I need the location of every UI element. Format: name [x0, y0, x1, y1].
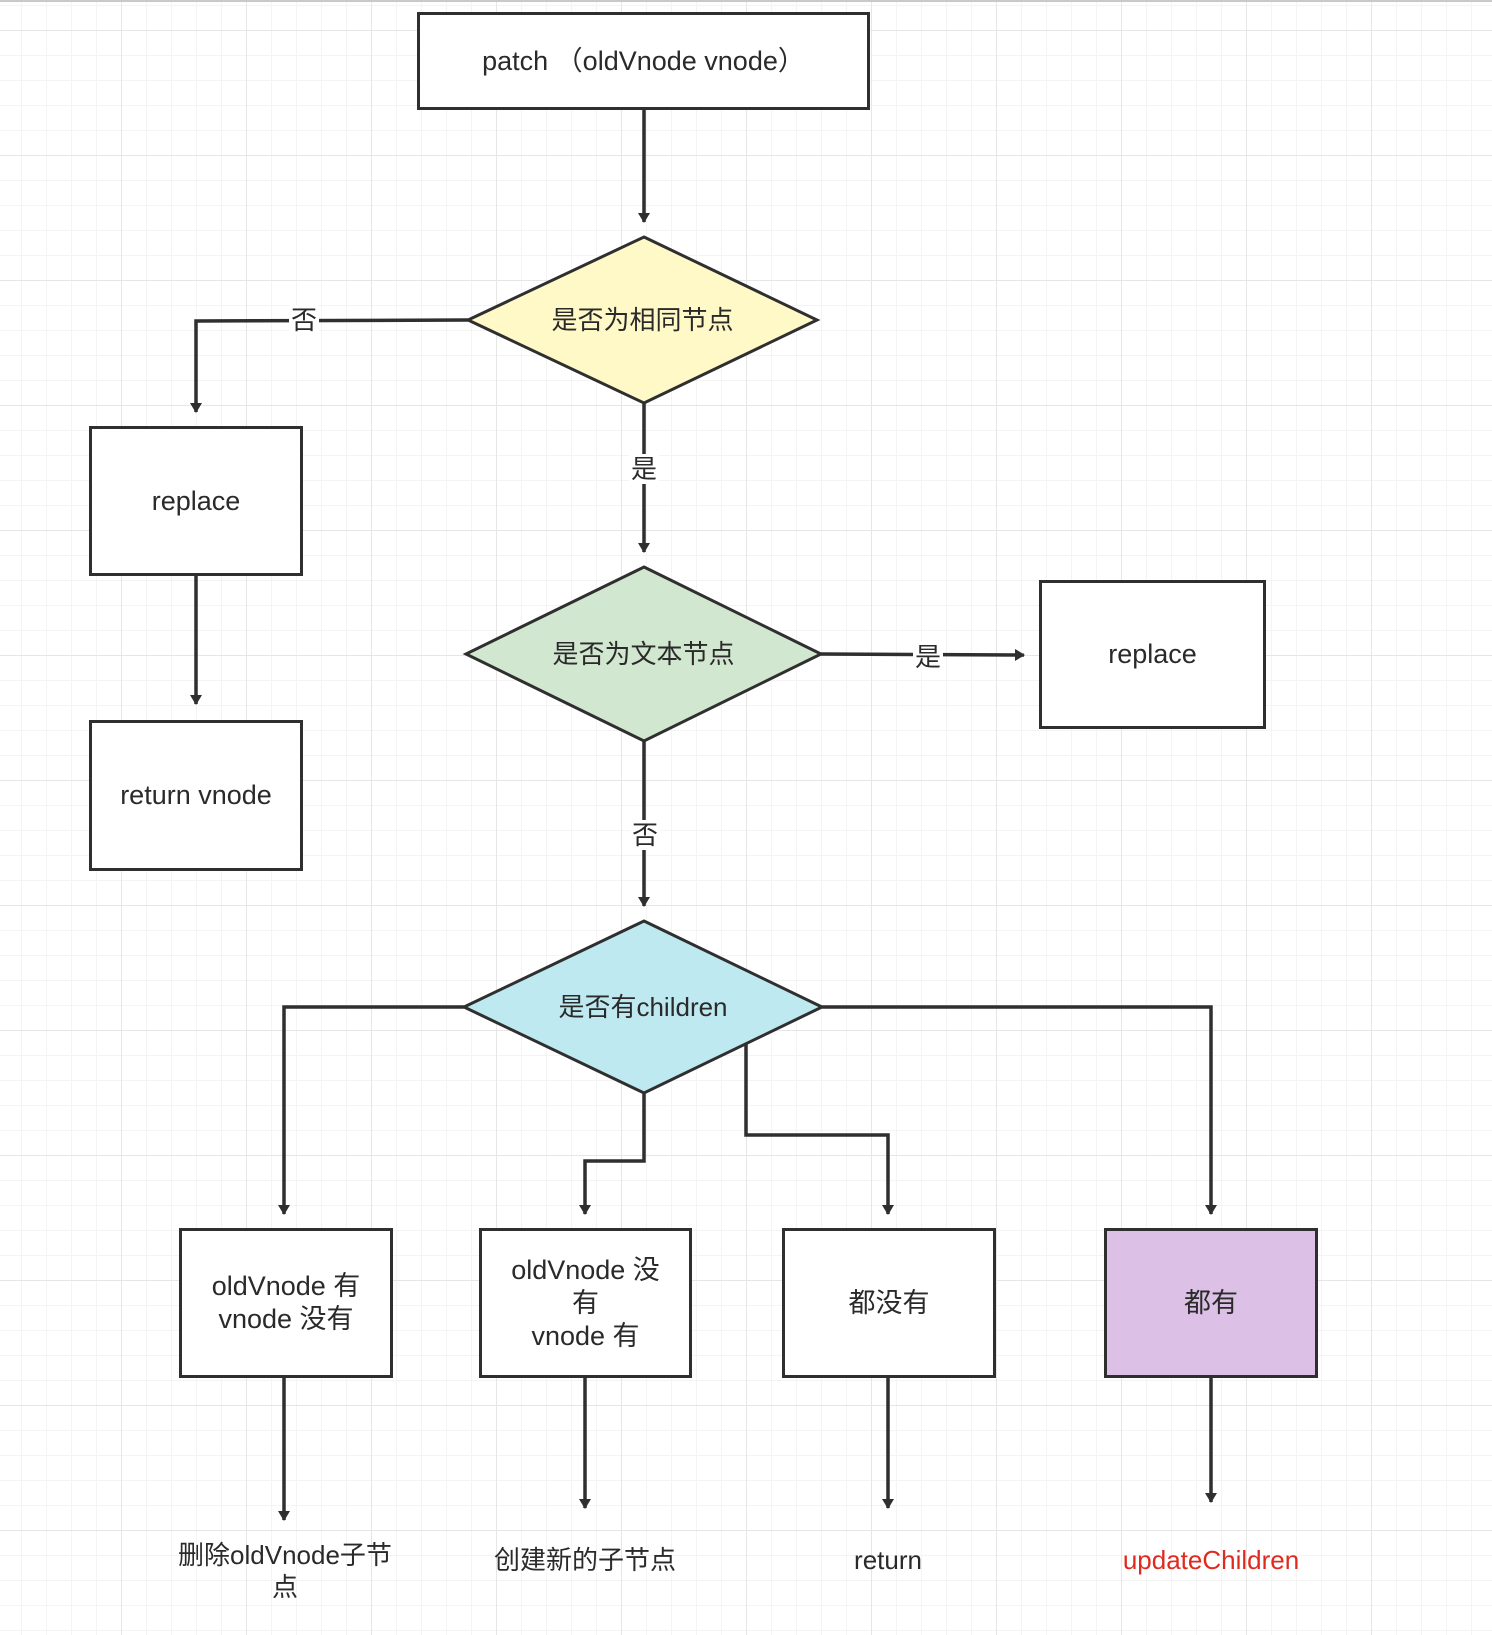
has-children-label: 是否有children	[558, 992, 728, 1022]
top-border	[0, 0, 1492, 2]
text-no-label: 否	[630, 820, 661, 850]
edge-children-neither	[744, 1044, 894, 1215]
edge-children-old-has	[278, 1005, 464, 1215]
both-box[interactable]: 都有	[1104, 1228, 1318, 1378]
edge-same-no	[190, 318, 469, 413]
same-yes-label: 是	[629, 454, 660, 484]
patch-box[interactable]: patch （oldVnode vnode）	[417, 12, 870, 110]
edge-children-new-has	[579, 1093, 646, 1215]
create-children-result: 创建新的子节点	[493, 1545, 676, 1575]
remove-children-result: 删除oldVnode子节 点	[178, 1540, 392, 1602]
same-no-label: 否	[289, 305, 320, 335]
neither-box[interactable]: 都没有	[782, 1228, 996, 1378]
text-yes-label: 是	[913, 642, 944, 672]
return-vnode-box[interactable]: return vnode	[89, 720, 303, 871]
replace-right-box[interactable]: replace	[1039, 580, 1266, 729]
edge-children-both	[822, 1005, 1217, 1215]
update-children-result: updateChildren	[1122, 1545, 1300, 1575]
old-not-new-has-box[interactable]: oldVnode 没 有 vnode 有	[479, 1228, 692, 1378]
return-result: return	[854, 1545, 922, 1575]
replace-left-box[interactable]: replace	[89, 426, 303, 576]
is-text-node-label: 是否为文本节点	[552, 639, 735, 669]
is-same-node-label: 是否为相同节点	[551, 305, 734, 335]
old-has-new-not-box[interactable]: oldVnode 有 vnode 没有	[179, 1228, 393, 1378]
